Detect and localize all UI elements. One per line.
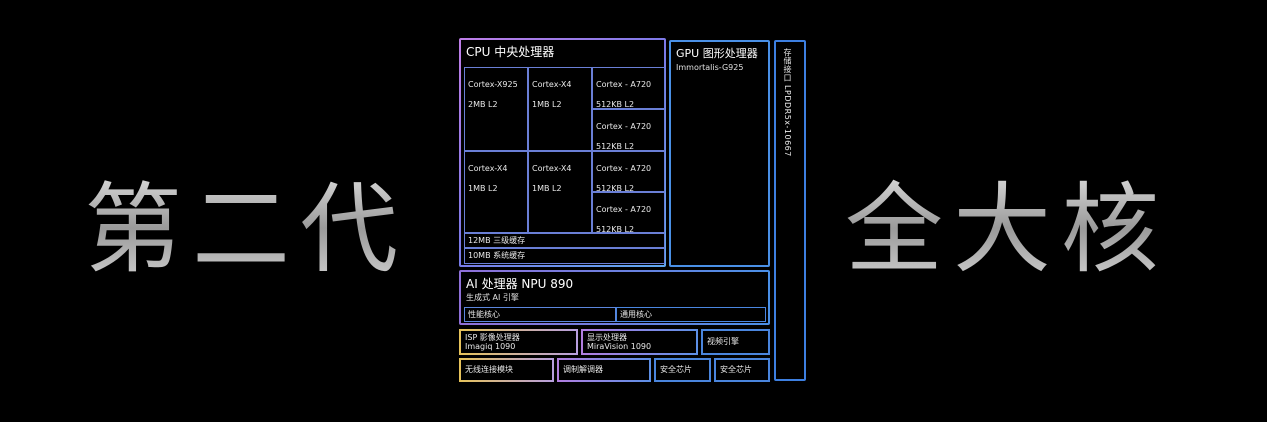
security-chip-label: 安全芯片	[660, 365, 692, 374]
core-name: Cortex - A720	[596, 80, 652, 89]
core-name: Cortex-X4	[532, 164, 572, 173]
l3-cache: 12MB 三级缓存	[464, 233, 665, 248]
gpu-title: GPU 图形处理器	[676, 47, 758, 60]
core-cell: Cortex-X4 1MB L2	[528, 151, 592, 233]
core-cache: 1MB L2	[468, 184, 498, 193]
core-cell: Cortex-X4 1MB L2	[464, 151, 528, 233]
isp-title: ISP 影像处理器	[465, 333, 520, 342]
memory-label: 存储接口 LPDDR5x-10667	[783, 48, 792, 157]
wireless-label: 无线连接模块	[465, 365, 513, 374]
cpu-block: CPU 中央处理器 Cortex-X925 2MB L2 Cortex-X4 1…	[459, 38, 666, 267]
core-cache: 1MB L2	[532, 184, 562, 193]
gpu-block: GPU 图形处理器 Immortalis-G925	[669, 40, 770, 267]
left-title: 第二代	[84, 150, 408, 292]
core-cell: Cortex - A720 512KB L2	[592, 151, 665, 193]
core-name: Cortex - A720	[596, 164, 652, 173]
memory-interface-block: 存储接口 LPDDR5x-10667	[774, 40, 806, 381]
npu-performance-core: 性能核心	[464, 307, 616, 322]
core-cell: Cortex-X925 2MB L2	[464, 67, 528, 151]
wireless-block: 无线连接模块	[459, 358, 554, 382]
core-cache: 512KB L2	[596, 184, 635, 193]
core-cache: 512KB L2	[596, 142, 635, 151]
core-cell: Cortex - A720 512KB L2	[592, 192, 665, 234]
core-cache: 512KB L2	[596, 225, 635, 234]
isp-subtitle: Imagiq 1090	[465, 342, 516, 351]
core-cell: Cortex-X4 1MB L2	[528, 67, 592, 151]
npu-general-core: 通用核心	[616, 307, 766, 322]
security-chip-label: 安全芯片	[720, 365, 752, 374]
npu-title: AI 处理器 NPU 890	[466, 277, 574, 291]
chip-diagram: CPU 中央处理器 Cortex-X925 2MB L2 Cortex-X4 1…	[459, 38, 809, 384]
isp-block: ISP 影像处理器 Imagiq 1090	[459, 329, 578, 355]
core-cache: 2MB L2	[468, 100, 498, 109]
security-chip-block: 安全芯片	[654, 358, 711, 382]
core-name: Cortex - A720	[596, 122, 652, 131]
display-subtitle: MiraVision 1090	[587, 342, 652, 351]
right-title: 全大核	[845, 150, 1169, 292]
npu-subtitle: 生成式 AI 引擎	[466, 293, 519, 302]
gpu-subtitle: Immortalis-G925	[676, 63, 744, 72]
core-name: Cortex - A720	[596, 205, 652, 214]
video-engine-block: 视频引擎	[701, 329, 770, 355]
core-cell: Cortex - A720 512KB L2	[592, 109, 665, 151]
core-cell: Cortex - A720 512KB L2	[592, 67, 665, 109]
core-name: Cortex-X4	[532, 80, 572, 89]
core-cache: 1MB L2	[532, 100, 562, 109]
system-cache: 10MB 系统缓存	[464, 248, 665, 264]
video-engine-label: 视频引擎	[707, 337, 739, 346]
npu-block: AI 处理器 NPU 890 生成式 AI 引擎 性能核心 通用核心	[459, 270, 770, 325]
core-cache: 512KB L2	[596, 100, 635, 109]
modem-block: 调制解调器	[557, 358, 651, 382]
cpu-title: CPU 中央处理器	[466, 45, 555, 59]
core-name: Cortex-X4	[468, 164, 508, 173]
display-title: 显示处理器	[587, 333, 627, 342]
core-name: Cortex-X925	[468, 80, 518, 89]
security-chip-block: 安全芯片	[714, 358, 770, 382]
modem-label: 调制解调器	[563, 365, 603, 374]
display-block: 显示处理器 MiraVision 1090	[581, 329, 698, 355]
